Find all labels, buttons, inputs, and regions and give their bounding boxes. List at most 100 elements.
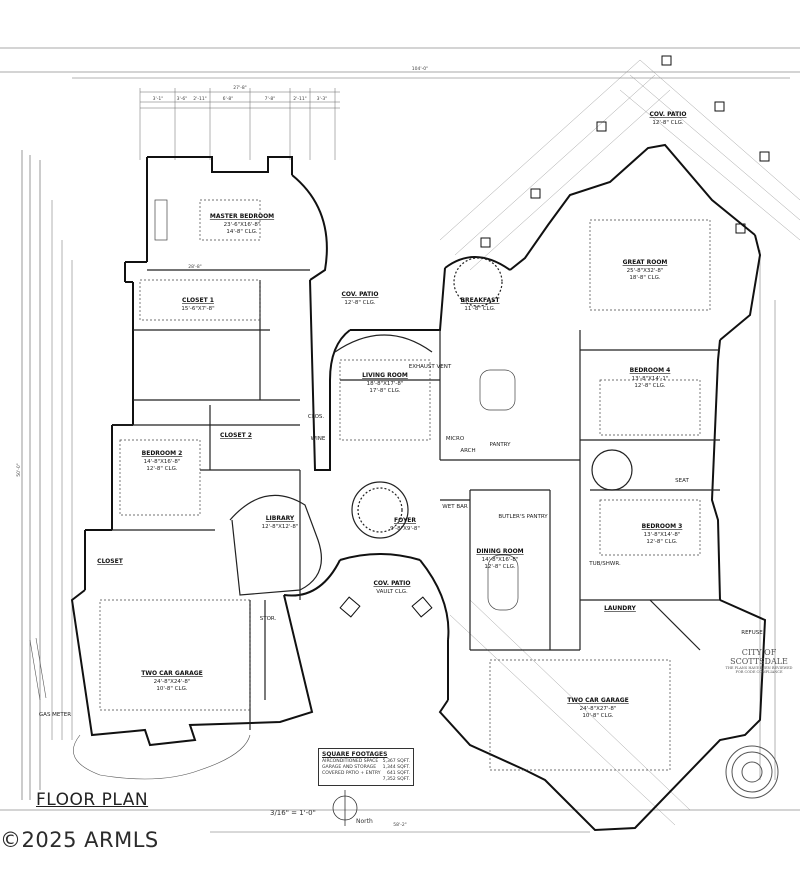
label-arch: ARCH	[460, 448, 475, 454]
dim-a: 3'-1"	[153, 96, 164, 102]
label-wine: WINE	[311, 436, 326, 442]
north-arrow	[332, 790, 358, 826]
dims-living-room: 18'-8"X17'-8"	[367, 381, 404, 387]
dim-b: 3'-6"	[177, 96, 188, 102]
fixtures	[99, 199, 711, 771]
label-butlers-pantry: BUTLER'S PANTRY	[498, 514, 548, 520]
label-garage-left: TWO CAR GARAGE	[141, 670, 203, 677]
north-label: North	[356, 818, 373, 825]
dim-overall-bottom: 58'-2"	[393, 822, 407, 828]
label-bedroom4: BEDROOM 4	[630, 367, 671, 374]
label-seat: SEAT	[675, 478, 689, 484]
stamp-line2: THE PLANS HAVE BEEN REVIEWED	[725, 666, 793, 670]
gas-meter-hatch	[29, 637, 251, 780]
dims-bedroom2: 14'-8"X16'-8"	[144, 459, 181, 465]
label-garage-right: TWO CAR GARAGE	[567, 697, 629, 704]
label-living-room: LIVING ROOM	[362, 372, 408, 379]
city-approval-stamp: CITY OF SCOTTSDALE THE PLANS HAVE BEEN R…	[718, 648, 800, 674]
sqft-label: AIRCONDITIONED SPACE	[322, 759, 379, 764]
dims-master-bedroom: 23'-6"X16'-8"	[224, 222, 261, 228]
patio-columns	[339, 55, 770, 618]
dim-garage-width: 28'-8"	[188, 264, 202, 270]
label-refuse: REFUSE	[741, 630, 763, 636]
dim-left-overall: 50'-0"	[16, 463, 22, 477]
label-breakfast: BREAKFAST	[460, 297, 500, 304]
room-labels: MASTER BEDROOM 23'-6"X16'-8" 14'-8" CLG.…	[39, 111, 763, 719]
clg-living-room: 17'-8" CLG.	[369, 388, 400, 394]
sqft-row: AIRCONDITIONED SPACE 5,367 SQFT.	[322, 759, 410, 765]
sqft-row: COVERED PATIO + ENTRY 641 SQFT.	[322, 771, 410, 777]
sqft-title: SQUARE FOOTAGES	[322, 751, 388, 758]
sheet-scale: 3/16" = 1'-0"	[270, 809, 316, 817]
city-seal	[725, 745, 779, 799]
dim-top-sub: 27'-8"	[233, 85, 247, 91]
sheet-border	[0, 47, 800, 811]
label-clos: CLOS.	[308, 414, 325, 420]
label-stor: STOR.	[260, 616, 277, 622]
dim-f: 2'-11"	[293, 96, 307, 102]
dims-closet1: 15'-6"X7'-8"	[181, 306, 214, 312]
dims-bedroom3: 13'-8"X14'-8"	[644, 532, 681, 538]
dims-dining-room: 14'-8"X16'-8"	[482, 557, 519, 563]
clg-master-bedroom: 14'-8" CLG.	[226, 229, 257, 235]
label-great-room: GREAT ROOM	[623, 259, 668, 266]
label-master-bedroom: MASTER BEDROOM	[210, 213, 274, 220]
dim-e: 7'-8"	[265, 96, 276, 102]
sqft-value: 641 SQFT.	[386, 771, 410, 776]
label-cov-patio-top: COV. PATIO	[341, 291, 378, 298]
dims-garage-right: 24'-8"X27'-8"	[580, 706, 617, 712]
sqft-row: GARAGE AND STORAGE 1,344 SQFT.	[322, 765, 410, 771]
label-closet2: CLOSET 2	[220, 432, 252, 439]
square-footage-table: SQUARE FOOTAGES AIRCONDITIONED SPACE 5,3…	[318, 748, 414, 786]
label-cov-patio-mid: COV. PATIO	[373, 580, 410, 587]
dim-overall-top: 104'-0"	[412, 66, 428, 72]
dim-c: 2'-11"	[193, 96, 207, 102]
clg-cov-patio-ne: 12'-8" CLG.	[652, 120, 683, 126]
label-cov-patio-ne: COV. PATIO	[649, 111, 686, 118]
clg-garage-right: 10'-8" CLG.	[582, 713, 613, 719]
clg-bedroom2: 12'-8" CLG.	[146, 466, 177, 472]
copyright-watermark: ©2025 ARMLS	[0, 828, 159, 852]
dims-foyer: 9'-8"X9'-8"	[390, 526, 420, 532]
label-tub-shwr: TUB/SHWR.	[588, 561, 621, 567]
label-dining-room: DINING ROOM	[476, 548, 523, 555]
sqft-label: COVERED PATIO + ENTRY	[322, 771, 381, 776]
label-closet: CLOSET	[97, 558, 124, 565]
label-wet-bar: WET BAR	[442, 504, 468, 510]
label-micro: MICRO	[446, 436, 465, 442]
sheet-title: FLOOR PLAN	[36, 790, 149, 810]
clg-garage-left: 10'-8" CLG.	[156, 686, 187, 692]
dimension-labels: 104'-0" 58'-2" 27'-8" 28'-8" 3'-1" 3'-6"…	[16, 66, 428, 828]
label-library: LIBRARY	[266, 515, 295, 522]
sqft-value: 7,352 SQFT.	[382, 777, 410, 782]
dims-breakfast: 11'-8" CLG.	[464, 306, 495, 312]
label-bedroom2: BEDROOM 2	[142, 450, 183, 457]
label-exhaust-vent: EXHAUST VENT	[409, 364, 452, 370]
sqft-label: GARAGE AND STORAGE	[322, 765, 377, 770]
label-pantry: PANTRY	[489, 442, 511, 448]
clg-bedroom4: 12'-8" CLG.	[634, 383, 665, 389]
label-gas-meter: GAS METER	[39, 712, 71, 718]
dims-library: 12'-8"X12'-8"	[262, 524, 299, 530]
label-bedroom3: BEDROOM 3	[642, 523, 683, 530]
label-foyer: FOYER	[394, 517, 416, 524]
dim-g: 3'-3"	[317, 96, 328, 102]
clg-cov-patio-mid: VAULT CLG.	[376, 589, 408, 595]
dim-d: 6'-8"	[223, 96, 234, 102]
stamp-city: CITY OF SCOTTSDALE	[730, 648, 788, 666]
dims-garage-left: 24'-8"X24'-8"	[154, 679, 191, 685]
sqft-value: 5,367 SQFT.	[382, 759, 410, 764]
arched-openings	[334, 257, 633, 539]
label-laundry: LAUNDRY	[604, 605, 636, 612]
sqft-row: 7,352 SQFT.	[322, 777, 410, 783]
exterior-walls	[70, 143, 767, 832]
stamp-line3: FOR CODE COMPLIANCE	[735, 670, 783, 674]
clg-dining-room: 12'-8" CLG.	[484, 564, 515, 570]
dims-great-room: 25'-8"X32'-8"	[627, 268, 664, 274]
dimension-lines	[51, 77, 790, 833]
clg-cov-patio-top: 12'-8" CLG.	[344, 300, 375, 306]
clg-great-room: 18'-8" CLG.	[629, 275, 660, 281]
sqft-value: 1,344 SQFT.	[382, 765, 410, 770]
dims-bedroom4: 13'-8"X14'-1"	[632, 376, 669, 382]
